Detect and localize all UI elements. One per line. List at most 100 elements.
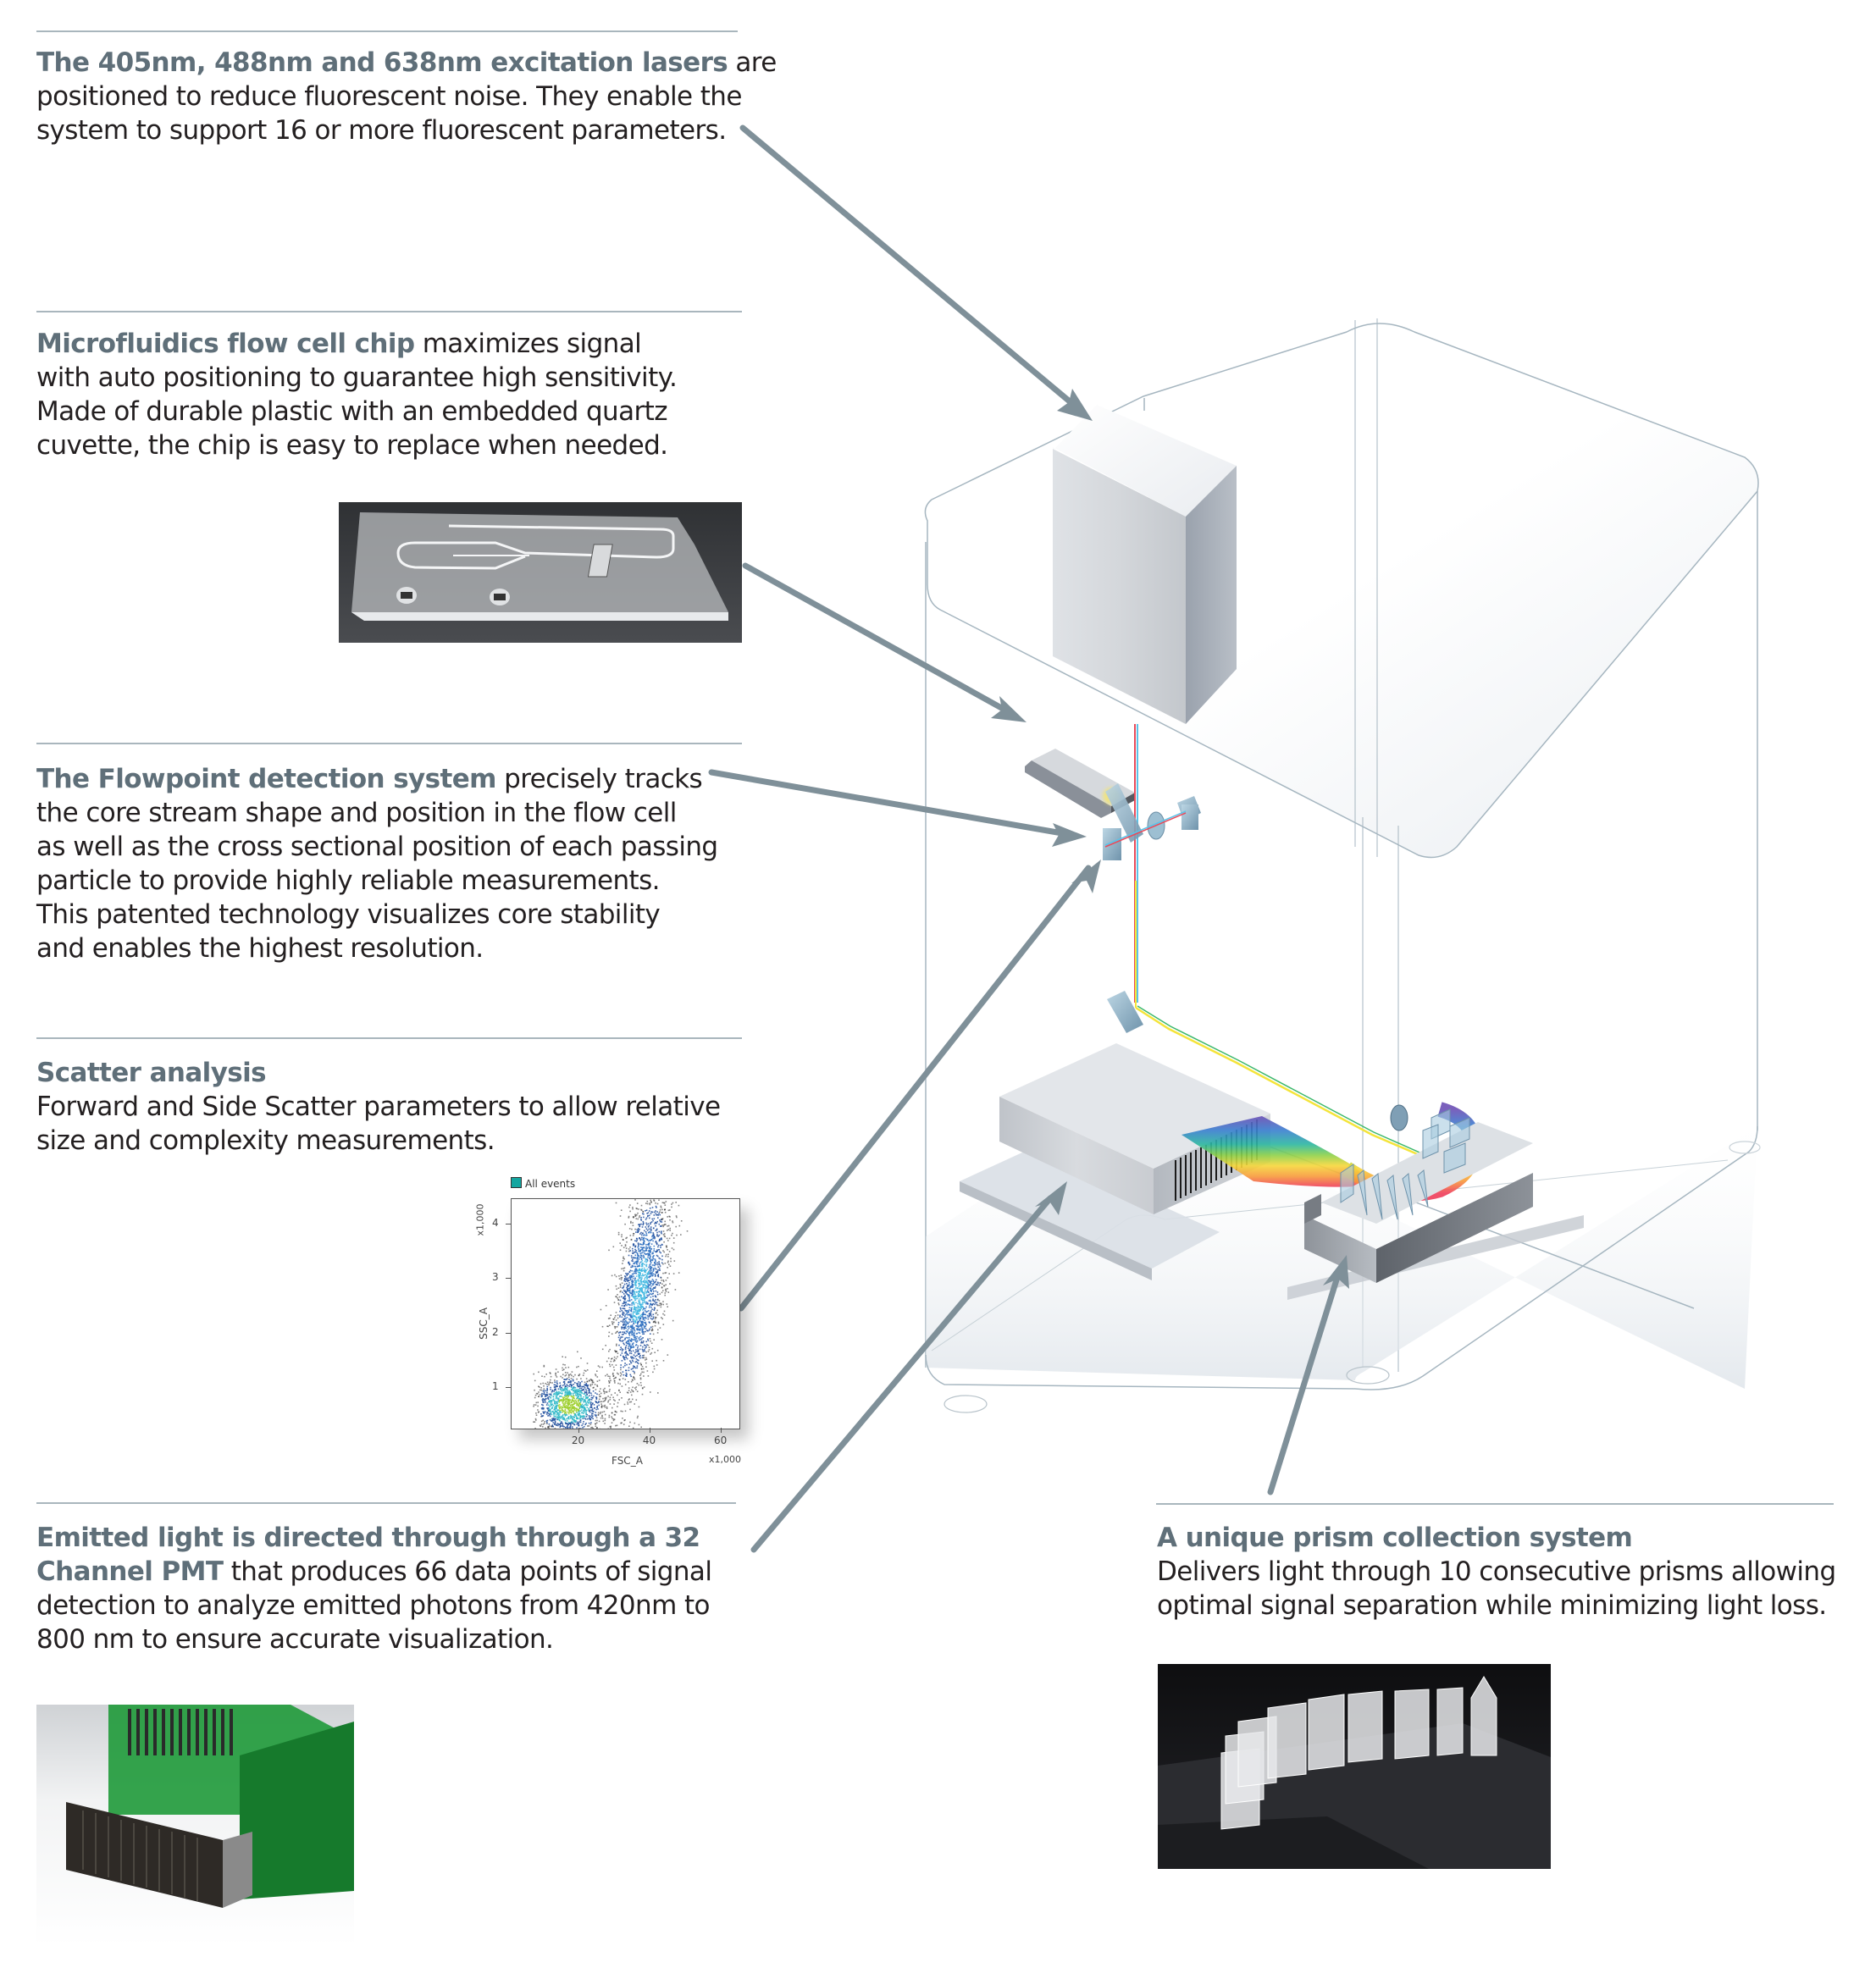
scatter-point: [564, 1405, 566, 1407]
scatter-point: [635, 1218, 638, 1219]
scatter-point: [632, 1390, 634, 1392]
scatter-point: [638, 1265, 640, 1267]
scatter-point: [619, 1307, 622, 1309]
x-multiplier: x1,000: [709, 1454, 742, 1465]
scatter-point: [568, 1374, 570, 1376]
scatter-point: [678, 1272, 680, 1274]
scatter-point: [570, 1404, 573, 1406]
scatter-point: [635, 1237, 638, 1240]
scatter-point: [636, 1312, 638, 1314]
scatter-point: [660, 1302, 662, 1304]
scatter-point: [609, 1403, 611, 1405]
scatter-point: [656, 1349, 659, 1352]
scatter-point: [562, 1398, 564, 1401]
rainbow-spectrum: [1181, 1116, 1372, 1187]
scatter-point: [551, 1390, 553, 1393]
scatter-point: [642, 1351, 645, 1352]
scatter-point: [543, 1391, 545, 1394]
scatter-point: [630, 1345, 632, 1346]
scatter-point: [605, 1374, 606, 1377]
scatter-point: [631, 1343, 634, 1345]
scatter-point: [635, 1208, 638, 1209]
scatter-point: [566, 1418, 568, 1420]
scatter-point: [632, 1302, 634, 1303]
scatter-point: [646, 1294, 648, 1296]
scatter-point: [641, 1265, 644, 1268]
scatter-point: [630, 1222, 632, 1224]
scatter-point: [584, 1423, 586, 1425]
scatter-point: [624, 1322, 626, 1324]
scatter-point: [568, 1407, 571, 1408]
scatter-point: [616, 1288, 617, 1291]
scatter-point: [579, 1421, 582, 1423]
scatter-point: [650, 1293, 652, 1296]
scatter-point: [636, 1340, 639, 1342]
scatter-point: [626, 1353, 628, 1355]
scatter-point: [639, 1237, 640, 1239]
scatter-point: [580, 1415, 582, 1418]
scatter-point: [661, 1262, 663, 1264]
scatter-point: [621, 1277, 623, 1279]
scatter-point: [661, 1230, 662, 1232]
scatter-point: [591, 1412, 593, 1414]
scatter-point: [564, 1385, 567, 1387]
scatter-point: [661, 1202, 664, 1203]
scatter-point: [591, 1380, 594, 1383]
scatter-point: [645, 1246, 647, 1248]
scatter-point: [640, 1298, 642, 1301]
scatter-point: [669, 1230, 671, 1231]
scatter-point: [554, 1412, 556, 1415]
scatter-point: [554, 1420, 556, 1423]
scatter-point: [627, 1285, 628, 1287]
scatter-point: [624, 1348, 627, 1351]
scatter-point: [653, 1218, 656, 1219]
scatter-point: [630, 1276, 633, 1279]
scatter-point: [650, 1267, 653, 1269]
scatter-point: [651, 1347, 654, 1350]
scatter-point: [628, 1425, 630, 1427]
scatter-point: [675, 1215, 678, 1217]
scatter-point: [676, 1216, 678, 1219]
scatter-point: [557, 1409, 560, 1412]
scatter-point: [668, 1263, 670, 1266]
scatter-point: [563, 1395, 566, 1396]
scatter-point: [651, 1329, 654, 1331]
scatter-point: [626, 1321, 628, 1324]
scatter-point: [582, 1374, 584, 1376]
arrow-microfluidics-head: [991, 696, 1027, 722]
scatter-point: [631, 1357, 633, 1359]
scatter-point: [639, 1357, 641, 1359]
scatter-point: [633, 1335, 634, 1337]
scatter-point: [619, 1284, 622, 1286]
scatter-point: [651, 1304, 653, 1306]
scatter-point: [583, 1412, 584, 1414]
scatter-point: [630, 1352, 633, 1355]
scatter-point: [634, 1322, 637, 1324]
scatter-point: [571, 1422, 573, 1424]
scatter-point: [537, 1401, 539, 1403]
scatter-point: [628, 1228, 631, 1230]
scatter-point: [608, 1382, 611, 1384]
scatter-point: [567, 1400, 569, 1402]
scatter-point: [656, 1202, 659, 1205]
scatter-point: [662, 1230, 665, 1232]
scatter-point: [638, 1384, 640, 1386]
scatter-point: [586, 1385, 589, 1388]
scatter-point: [637, 1246, 639, 1248]
scatter-point: [583, 1385, 585, 1388]
scatter-point: [578, 1418, 580, 1420]
scatter-point: [656, 1229, 658, 1231]
scatter-point: [611, 1333, 613, 1335]
scatter-point: [559, 1392, 561, 1394]
scatter-point: [550, 1412, 552, 1415]
scatter-point: [573, 1414, 576, 1417]
scatter-point: [567, 1372, 568, 1374]
scatter-point: [604, 1406, 606, 1408]
scatter-point: [636, 1252, 639, 1254]
scatter-point: [665, 1272, 667, 1274]
scatter-point: [624, 1364, 626, 1367]
scatter-point: [577, 1399, 579, 1401]
scatter-point: [540, 1413, 542, 1415]
scatter-point: [556, 1416, 558, 1418]
scatter-point: [571, 1416, 573, 1418]
